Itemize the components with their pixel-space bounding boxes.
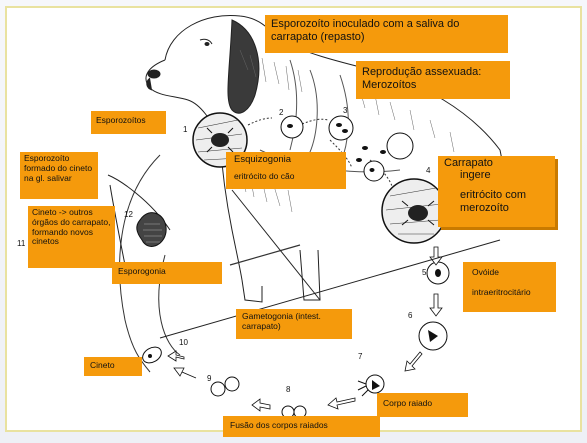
label-esquizogonia: Esquizogonia eritrócito do cão (226, 152, 346, 189)
label-reproducao-assexuada: Reprodução assexuada: Merozoítos (356, 61, 510, 99)
label-ovoide-title: Ovóide (472, 268, 547, 278)
kinete-cell (140, 344, 164, 366)
label-corpo-raiado: Corpo raiado (377, 393, 468, 417)
label-ingere: ingere (444, 169, 549, 181)
step-number-5: 5 (422, 268, 426, 277)
label-cineto: Cineto (84, 357, 142, 376)
step-number-1: 1 (183, 125, 187, 134)
label-carrapato-ingere: Carrapato ingere eritrócito com merozoít… (438, 156, 555, 227)
label-esporozoito-formado: Esporozoíto formado do cineto na gl. sal… (20, 152, 98, 199)
step-number-9: 9 (207, 374, 211, 383)
step-number-6: 6 (408, 311, 412, 320)
label-esquizogonia-title: Esquizogonia (234, 155, 338, 166)
label-esporozoito-inoculado: Esporozoíto inoculado com a saliva do ca… (265, 15, 508, 53)
label-eritrocito-cao: eritrócito do cão (234, 172, 338, 182)
step-number-12: 12 (124, 210, 133, 219)
step-number-8: 8 (286, 385, 290, 394)
label-carrapato: Carrapato (444, 158, 549, 169)
leg-line (232, 190, 320, 300)
label-fusao-corpos-raiados: Fusão dos corpos raiados (223, 416, 380, 437)
step-number-2: 2 (279, 108, 283, 117)
label-intraeritrocitario: intraeritrocitário (472, 288, 547, 298)
magnifier-tick (382, 179, 446, 243)
label-esporogonia: Esporogonia (112, 262, 222, 284)
step-number-11: 11 (17, 239, 25, 248)
step-number-3: 3 (343, 106, 347, 115)
tick-salivary-gland (108, 175, 170, 265)
label-esporozoitos: Esporozoítos (91, 111, 166, 134)
step-number-7: 7 (358, 352, 362, 361)
step-number-10: 10 (179, 338, 188, 347)
label-cineto-outros-orgaos: Cineto -> outros órgãos do carrapato, fo… (28, 206, 115, 268)
step-number-4: 4 (426, 166, 430, 175)
label-eritrocito-merozoito: eritrócito com merozoíto (444, 189, 549, 214)
label-ovoide: Ovóide intraeritrocitário (463, 262, 556, 312)
label-gametogonia: Gametogonia (intest. carrapato) (236, 309, 352, 339)
